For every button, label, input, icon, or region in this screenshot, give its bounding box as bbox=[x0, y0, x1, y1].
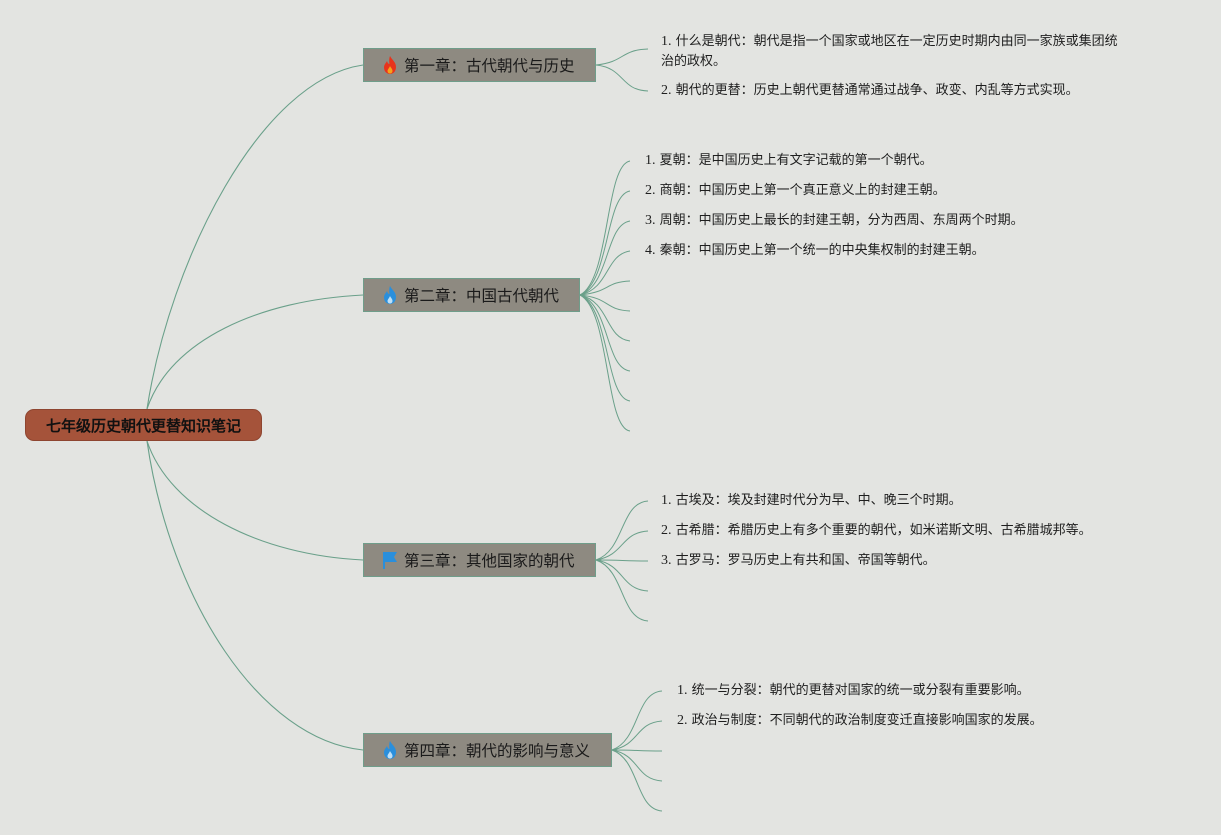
leaf-text: 古埃及：埃及封建时代分为早、中、晚三个时期。 bbox=[675, 493, 962, 508]
leaf-text: 朝代的更替：历史上朝代更替通常通过战争、政变、内乱等方式实现。 bbox=[675, 83, 1079, 98]
leaf-ch4-item1[interactable]: 1. 统一与分裂：朝代的更替对国家的统一或分裂有重要影响。 bbox=[677, 681, 1030, 701]
chapter-3-label: 第三章：其他国家的朝代 bbox=[404, 552, 575, 570]
leaf-text-continued: 治的政权。 bbox=[661, 54, 727, 69]
leaf-ch3-item3[interactable]: 3. 古罗马：罗马历史上有共和国、帝国等朝代。 bbox=[661, 551, 936, 571]
flag-icon bbox=[380, 549, 400, 571]
leaf-number: 2. bbox=[661, 523, 672, 538]
fire-icon bbox=[380, 284, 400, 306]
leaf-ch2-item1[interactable]: 1. 夏朝：是中国历史上有文字记载的第一个朝代。 bbox=[645, 151, 933, 171]
leaf-text: 商朝：中国历史上第一个真正意义上的封建王朝。 bbox=[659, 183, 946, 198]
leaf-number: 1. bbox=[645, 153, 656, 168]
leaf-ch2-item2[interactable]: 2. 商朝：中国历史上第一个真正意义上的封建王朝。 bbox=[645, 181, 946, 201]
chapter-2-label: 第二章：中国古代朝代 bbox=[404, 287, 560, 305]
leaf-number: 3. bbox=[645, 213, 656, 228]
leaf-number: 2. bbox=[661, 83, 672, 98]
chapter-4-topic[interactable]: 第四章：朝代的影响与意义 bbox=[363, 733, 612, 767]
chapter-3-topic[interactable]: 第三章：其他国家的朝代 bbox=[363, 543, 596, 577]
root-topic[interactable]: 七年级历史朝代更替知识笔记 bbox=[25, 409, 262, 441]
chapter-1-label: 第一章：古代朝代与历史 bbox=[404, 57, 575, 75]
leaf-ch3-item1[interactable]: 1. 古埃及：埃及封建时代分为早、中、晚三个时期。 bbox=[661, 491, 962, 511]
link-root-ch2 bbox=[146, 294, 364, 410]
link-root-ch1 bbox=[146, 64, 364, 410]
leaf-text: 秦朝：中国历史上第一个统一的中央集权制的封建王朝。 bbox=[659, 243, 985, 258]
leaf-number: 2. bbox=[677, 713, 688, 728]
fire-icon bbox=[380, 54, 400, 76]
leaf-number: 1. bbox=[677, 683, 688, 698]
leaf-text: 统一与分裂：朝代的更替对国家的统一或分裂有重要影响。 bbox=[691, 683, 1030, 698]
link-root-ch4 bbox=[146, 440, 364, 751]
leaf-number: 1. bbox=[661, 34, 672, 49]
leaf-number: 1. bbox=[661, 493, 672, 508]
leaf-ch4-item2[interactable]: 2. 政治与制度：不同朝代的政治制度变迁直接影响国家的发展。 bbox=[677, 711, 1043, 731]
fire-icon bbox=[380, 739, 400, 761]
leaf-text: 政治与制度：不同朝代的政治制度变迁直接影响国家的发展。 bbox=[691, 713, 1043, 728]
leaf-text: 夏朝：是中国历史上有文字记载的第一个朝代。 bbox=[659, 153, 933, 168]
chapter-4-label: 第四章：朝代的影响与意义 bbox=[404, 742, 591, 760]
leaf-ch1-item1[interactable]: 1. 什么是朝代：朝代是指一个国家或地区在一定历史时期内由同一家族或集团统 治的… bbox=[661, 32, 1181, 72]
leaf-ch1-item2[interactable]: 2. 朝代的更替：历史上朝代更替通常通过战争、政变、内乱等方式实现。 bbox=[661, 81, 1079, 101]
leaf-ch3-item2[interactable]: 2. 古希腊：希腊历史上有多个重要的朝代，如米诺斯文明、古希腊城邦等。 bbox=[661, 521, 1092, 541]
leaf-text: 周朝：中国历史上最长的封建王朝，分为西周、东周两个时期。 bbox=[659, 213, 1024, 228]
link-root-ch3 bbox=[146, 440, 364, 561]
chapter-1-topic[interactable]: 第一章：古代朝代与历史 bbox=[363, 48, 596, 82]
leaf-number: 2. bbox=[645, 183, 656, 198]
leaf-ch2-item3[interactable]: 3. 周朝：中国历史上最长的封建王朝，分为西周、东周两个时期。 bbox=[645, 211, 1024, 231]
leaf-number: 4. bbox=[645, 243, 656, 258]
leaf-number: 3. bbox=[661, 553, 672, 568]
chapter-2-topic[interactable]: 第二章：中国古代朝代 bbox=[363, 278, 580, 312]
leaf-text: 古罗马：罗马历史上有共和国、帝国等朝代。 bbox=[675, 553, 936, 568]
leaf-text: 古希腊：希腊历史上有多个重要的朝代，如米诺斯文明、古希腊城邦等。 bbox=[675, 523, 1092, 538]
leaf-ch2-item4[interactable]: 4. 秦朝：中国历史上第一个统一的中央集权制的封建王朝。 bbox=[645, 241, 985, 261]
leaf-text: 什么是朝代：朝代是指一个国家或地区在一定历史时期内由同一家族或集团统 bbox=[675, 34, 1118, 49]
